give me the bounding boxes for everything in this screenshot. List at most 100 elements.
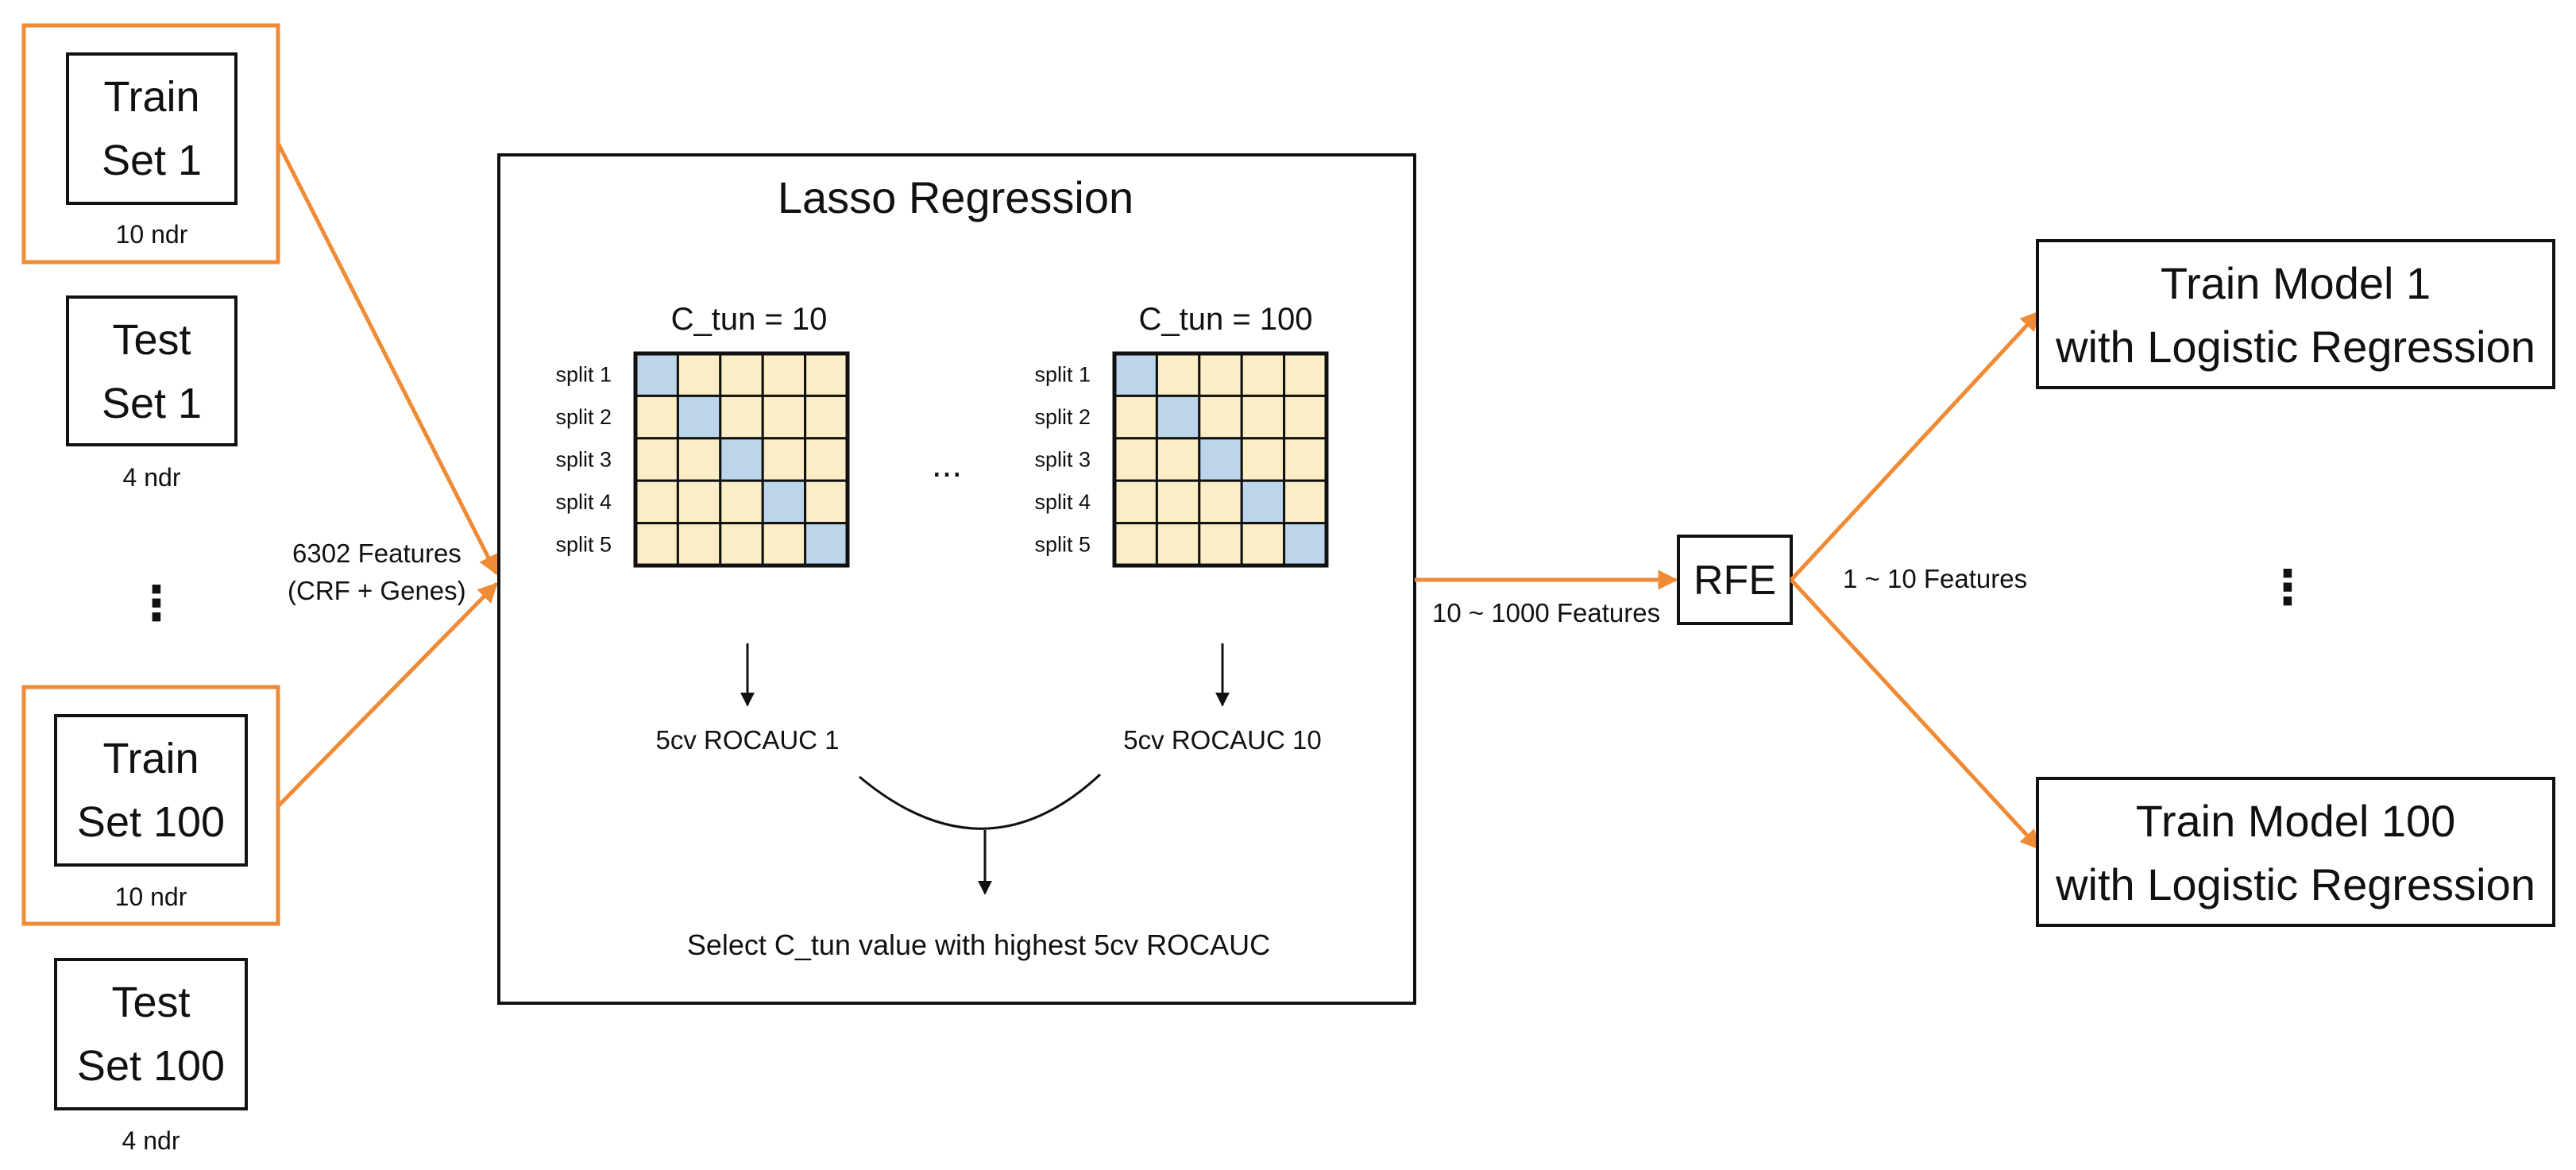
training-fold-cell bbox=[761, 522, 807, 567]
train-set-1-ndr: 10 ndr bbox=[116, 220, 188, 249]
test-set-1-line1: Test bbox=[112, 316, 191, 364]
split-label: split 5 bbox=[1034, 532, 1091, 556]
training-fold-cell bbox=[1113, 479, 1158, 525]
split-label: split 2 bbox=[1034, 405, 1091, 429]
split-label: split 3 bbox=[555, 448, 612, 472]
training-fold-cell bbox=[804, 394, 849, 440]
cv-grid-ctun-10: split 1 split 2 split 3 split 4 split 5 bbox=[555, 351, 850, 568]
grid-ellipsis: ... bbox=[932, 443, 962, 485]
training-fold-cell bbox=[634, 479, 679, 525]
training-fold-cell bbox=[676, 437, 722, 482]
training-fold-cell bbox=[1198, 352, 1243, 397]
split-label: split 1 bbox=[1034, 363, 1091, 387]
training-fold-cell bbox=[1113, 522, 1158, 567]
training-fold-cell bbox=[1283, 479, 1328, 525]
model-1-line1: Train Model 1 bbox=[2161, 258, 2431, 308]
validation-fold-cell bbox=[1283, 522, 1328, 567]
split-label: split 5 bbox=[555, 532, 612, 556]
training-fold-cell bbox=[676, 352, 722, 397]
training-fold-cell bbox=[1155, 479, 1201, 525]
features-mid-label: 10 ~ 1000 Features bbox=[1432, 598, 1660, 627]
arrow-train-1-to-lasso bbox=[276, 141, 499, 576]
split-label: split 3 bbox=[1034, 448, 1091, 472]
grid-2-result: 5cv ROCAUC 10 bbox=[1123, 725, 1321, 755]
training-fold-cell bbox=[719, 479, 764, 525]
training-fold-cell bbox=[1113, 394, 1158, 440]
training-fold-cell bbox=[1240, 522, 1286, 567]
features-out-label: 1 ~ 10 Features bbox=[1843, 564, 2027, 593]
training-fold-cell bbox=[804, 352, 849, 397]
model-1-box bbox=[2036, 239, 2555, 389]
validation-fold-cell bbox=[676, 394, 722, 440]
grid-1-ctun: C_tun = 10 bbox=[671, 302, 828, 337]
train-set-100-ndr: 10 ndr bbox=[115, 882, 187, 911]
training-fold-cell bbox=[1240, 352, 1286, 397]
test-set-1-box bbox=[66, 295, 238, 446]
training-fold-cell bbox=[634, 394, 679, 440]
training-fold-cell bbox=[1155, 437, 1201, 482]
validation-fold-cell bbox=[804, 522, 849, 567]
training-fold-cell bbox=[804, 479, 849, 525]
grid-2-ctun: C_tun = 100 bbox=[1138, 302, 1312, 337]
lasso-box bbox=[497, 153, 1416, 1005]
test-set-100-line1: Test bbox=[111, 979, 190, 1026]
arrow-rfe-to-model-1 bbox=[1790, 311, 2041, 581]
grid-1-result: 5cv ROCAUC 1 bbox=[655, 725, 839, 755]
training-fold-cell bbox=[676, 522, 722, 567]
train-set-1-line1: Train bbox=[103, 73, 199, 121]
grid-border bbox=[633, 351, 850, 568]
features-in-line2: (CRF + Genes) bbox=[288, 576, 466, 605]
model-100-line2: with Logistic Regression bbox=[2055, 859, 2535, 909]
combine-arc bbox=[859, 773, 1102, 830]
training-fold-cell bbox=[761, 352, 807, 397]
training-fold-cell bbox=[1198, 394, 1243, 440]
training-fold-cell bbox=[719, 522, 764, 567]
rfe-box bbox=[1677, 535, 1793, 625]
train-set-100-line1: Train bbox=[102, 735, 199, 782]
train-set-100-line2: Set 100 bbox=[77, 798, 225, 846]
train-set-1-line2: Set 1 bbox=[102, 137, 202, 184]
train-set-100-box bbox=[54, 714, 248, 867]
split-label: split 1 bbox=[555, 363, 612, 387]
training-fold-cell bbox=[1198, 522, 1243, 567]
test-set-1-line2: Set 1 bbox=[102, 380, 202, 427]
features-in-line1: 6302 Features bbox=[292, 539, 462, 568]
select-label: Select C_tun value with highest 5cv ROCA… bbox=[687, 929, 1270, 961]
training-fold-cell bbox=[719, 352, 764, 397]
training-fold-cell bbox=[676, 479, 722, 525]
training-fold-cell bbox=[1155, 522, 1201, 567]
right-ellipsis: ⋮ bbox=[2264, 561, 2311, 614]
cv-grid-ctun-100: split 1 split 2 split 3 split 4 split 5 bbox=[1034, 351, 1329, 568]
training-fold-cell bbox=[761, 437, 807, 482]
training-fold-cell bbox=[634, 437, 679, 482]
split-label: split 4 bbox=[1034, 490, 1091, 514]
model-100-box bbox=[2036, 777, 2555, 927]
validation-fold-cell bbox=[1240, 479, 1286, 525]
validation-fold-cell bbox=[1155, 394, 1201, 440]
arrow-train-100-to-lasso bbox=[276, 582, 498, 808]
validation-fold-cell bbox=[634, 352, 679, 397]
train-set-1-box bbox=[66, 52, 238, 205]
training-fold-cell bbox=[804, 437, 849, 482]
validation-fold-cell bbox=[1113, 352, 1158, 397]
training-fold-cell bbox=[634, 522, 679, 567]
split-label: split 2 bbox=[555, 405, 612, 429]
validation-fold-cell bbox=[719, 437, 764, 482]
test-set-100-ndr: 4 ndr bbox=[122, 1126, 180, 1155]
validation-fold-cell bbox=[761, 479, 807, 525]
lasso-title: Lasso Regression bbox=[778, 172, 1134, 222]
test-set-100-box bbox=[54, 958, 248, 1110]
split-label: split 4 bbox=[555, 490, 612, 514]
training-fold-cell bbox=[1113, 437, 1158, 482]
training-fold-cell bbox=[1240, 394, 1286, 440]
model-1-line2: with Logistic Regression bbox=[2055, 322, 2535, 372]
arrow-rfe-to-model-100 bbox=[1790, 578, 2041, 850]
model-100-line1: Train Model 100 bbox=[2136, 796, 2456, 846]
training-fold-cell bbox=[1283, 437, 1328, 482]
left-ellipsis: ⋮ bbox=[133, 577, 180, 630]
test-set-100-line2: Set 100 bbox=[77, 1042, 225, 1090]
training-fold-cell bbox=[761, 394, 807, 440]
training-fold-cell bbox=[1198, 479, 1243, 525]
training-fold-cell bbox=[1283, 352, 1328, 397]
